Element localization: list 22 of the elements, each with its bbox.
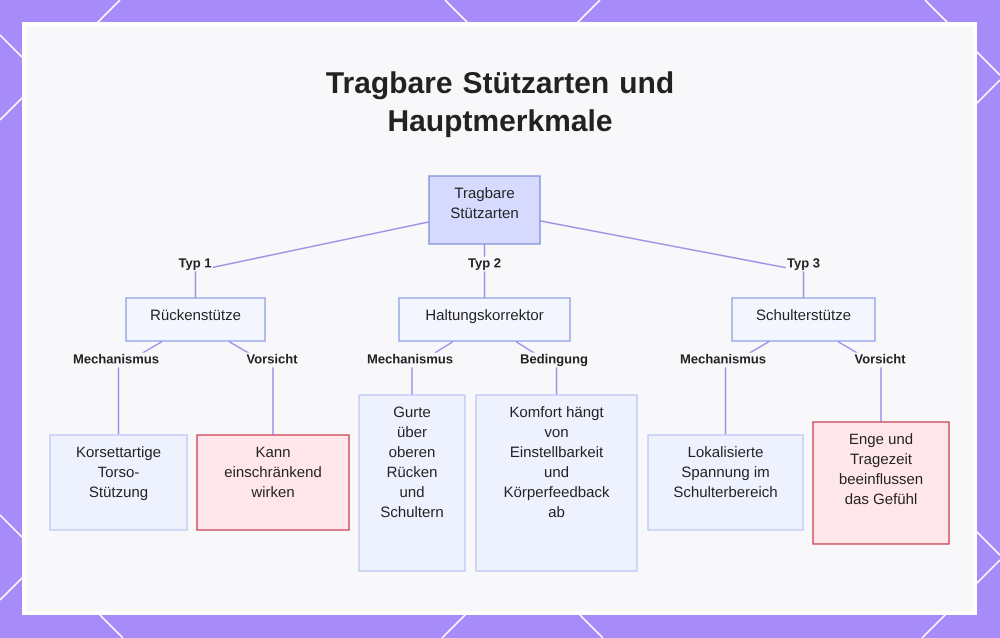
detail-box: Gurte über oberen Rücken und Schultern (358, 394, 466, 572)
edge-label: Mechanismus (366, 352, 454, 368)
edge-label: Typ 1 (177, 256, 213, 272)
caution-box: Enge und Tragezeit beeinflussen das Gefühl (812, 421, 950, 545)
edge-label: Vorsicht (853, 352, 907, 368)
edge-label: Bedingung (518, 352, 590, 368)
edge-label: Mechanismus (72, 352, 160, 368)
connector (540, 220, 804, 298)
edge-label: Typ 2 (466, 256, 502, 272)
caution-box: Kann einschränkend wirken (196, 434, 350, 531)
category-box: Schulterstütze (731, 297, 876, 342)
category-box: Haltungskorrektor (398, 297, 571, 342)
detail-box: Komfort hängt von Einstellbarkeit und Körperfeedback ab (475, 394, 638, 572)
edge-label: Vorsicht (245, 352, 299, 368)
edge-label: Mechanismus (678, 352, 768, 368)
root-box: Tragbare Stützarten (428, 175, 541, 245)
category-box: Rückenstütze (125, 297, 266, 342)
edge-label: Typ 3 (786, 256, 822, 272)
connector (194, 221, 428, 298)
title: Tragbare Stützarten und Hauptmerkmale (326, 71, 672, 138)
detail-box: Korsettartige Torso-Stützung (49, 434, 188, 531)
detail-box: Lokalisierte Spannung im Schulterbereich (647, 434, 804, 531)
